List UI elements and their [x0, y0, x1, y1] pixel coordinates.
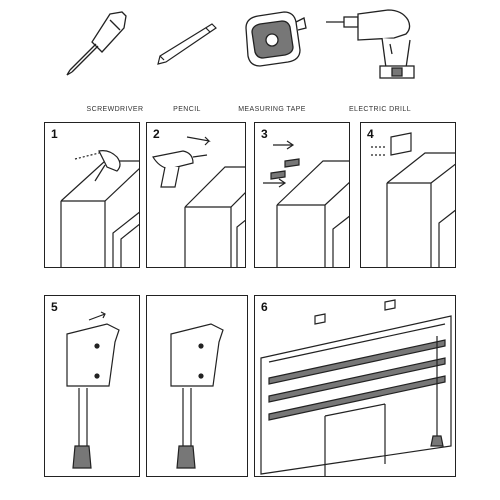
step-panel-4: 4 [360, 122, 456, 268]
step-number-5: 5 [51, 300, 58, 314]
screwdriver-label: SCREWDRIVER [86, 106, 144, 113]
step-panel-2: 2 [146, 122, 246, 268]
step-number-6: 6 [261, 300, 268, 314]
step-number-2: 2 [153, 127, 160, 141]
electric-drill-icon [326, 9, 415, 79]
step-number-1: 1 [51, 127, 58, 141]
step-number-3: 3 [261, 127, 268, 141]
step-number-4: 4 [367, 127, 374, 141]
step-panel-1: 1 [44, 122, 140, 268]
step-panel-5: 5 [44, 295, 140, 477]
measuring-tape-icon [245, 11, 307, 67]
step-panel-3: 3 [254, 122, 350, 268]
pencil-icon [157, 23, 217, 65]
pencil-label: PENCIL [173, 106, 201, 113]
measuring-tape-label: MEASURING TAPE [238, 106, 306, 113]
screwdriver-icon [66, 11, 127, 76]
step-panel-5b [146, 295, 248, 477]
electric-drill-label: ELECTRIC DRILL [348, 106, 411, 113]
step-panel-6: 6 [254, 295, 456, 477]
